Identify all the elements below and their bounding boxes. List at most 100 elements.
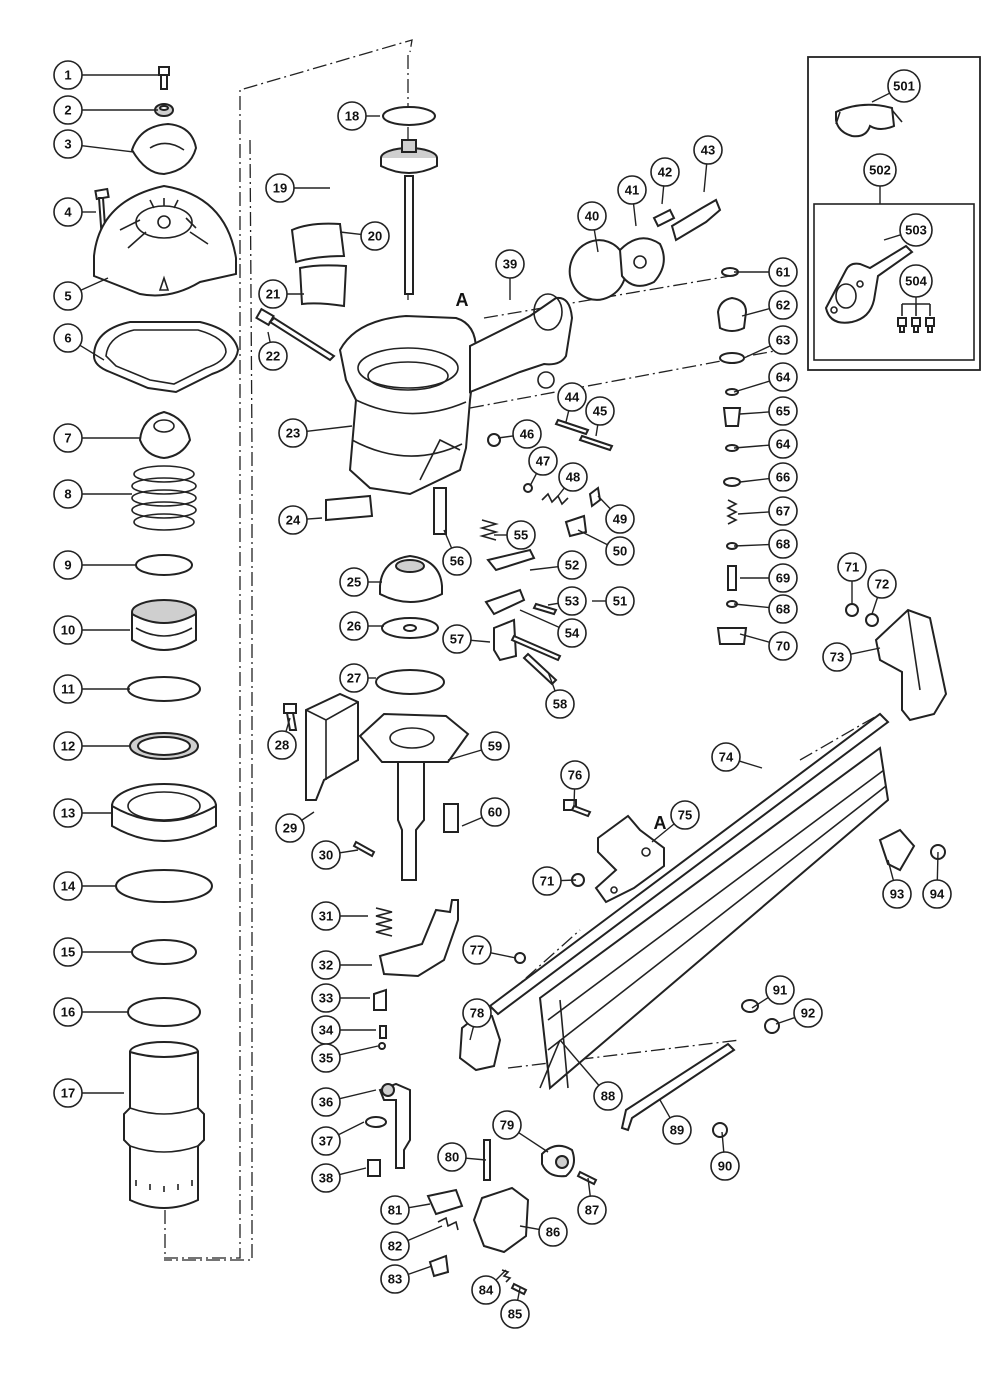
callout-number: 88 [601,1089,615,1104]
reference-markers: AA [456,290,667,833]
callout-48: 48 [558,462,588,492]
callout-33: 33 [311,983,341,1013]
callout-62: 62 [768,290,798,320]
callout-71: 71 [837,552,867,582]
callout-circle [822,642,852,672]
callout-90: 90 [710,1151,740,1181]
callout-number: 503 [905,223,927,238]
leader-line-46 [497,435,514,439]
callout-number: 91 [773,983,787,998]
callout-44: 44 [557,382,587,412]
leader-line-66 [739,477,770,483]
callout-circle [53,615,83,645]
callout-number: 73 [830,650,844,665]
callout-number: 17 [61,1086,75,1101]
callout-26: 26 [339,611,369,641]
callout-circle [837,552,867,582]
leader-line-77 [490,952,517,959]
callout-61: 61 [768,257,798,287]
callout-number: 92 [801,1006,815,1021]
callout-number: 22 [266,349,280,364]
leader-line-43 [703,163,708,193]
callout-circle [442,546,472,576]
callout-group: 1234567891011121314151617181920212223242… [53,60,952,1329]
leader-line-501 [871,91,892,103]
callout-73: 73 [822,642,852,672]
callout-number: 27 [347,671,361,686]
callout-49: 49 [605,504,635,534]
callout-55: 55 [506,520,536,550]
callout-32: 32 [311,950,341,980]
callout-69: 69 [768,563,798,593]
callout-91: 91 [765,975,795,1005]
callout-number: 20 [368,229,382,244]
left-column-parts [92,66,240,1209]
callout-circle [462,935,492,965]
leader-line-49 [597,495,611,510]
callout-number: 68 [776,602,790,617]
leader-line-22 [267,331,271,343]
callout-41: 41 [617,175,647,205]
leader-line-28 [285,717,291,732]
leader-line-642 [733,444,770,449]
callout-number: 11 [61,682,75,697]
callout-circle [585,396,615,426]
callout-circle [311,901,341,931]
leader-line-24 [306,517,323,520]
magazine-parts [458,603,948,1138]
callout-682: 68 [768,594,798,624]
leader-line-80 [465,1157,487,1161]
callout-circle [267,730,297,760]
callout-2: 2 [53,95,83,125]
leader-line-92 [775,1016,795,1025]
leader-line-65 [739,411,770,415]
callout-40: 40 [577,201,607,231]
callout-number: 40 [585,209,599,224]
callout-circle [605,504,635,534]
callout-number: 64 [776,370,791,385]
leader-line-58 [547,671,556,692]
callout-number: 30 [319,848,333,863]
callout-88: 88 [593,1081,623,1111]
callout-circle [605,586,635,616]
leader-line-712 [560,879,577,882]
leader-line-42 [661,185,665,205]
callout-circle [311,983,341,1013]
callout-number: 80 [445,1150,459,1165]
reference-marker-a: A [456,290,469,310]
callout-circle [768,529,798,559]
callout-circle [500,1299,530,1329]
callout-circle [337,101,367,131]
callout-circle [867,569,897,599]
callout-503: 503 [899,213,933,247]
leader-line-72 [871,597,879,615]
callout-number: 36 [319,1095,333,1110]
callout-circle [53,731,83,761]
callout-number: 89 [670,1123,684,1138]
leader-line-44 [565,410,570,423]
callout-53: 53 [557,586,587,616]
callout-number: 13 [61,806,75,821]
callout-27: 27 [339,663,369,693]
callout-circle [480,797,510,827]
leader-line-503 [883,233,903,241]
callout-number: 70 [776,639,790,654]
leader-line-36 [339,1089,377,1100]
callout-number: 58 [553,697,567,712]
callout-number: 75 [678,808,692,823]
trigger-and-valve-parts [479,198,722,686]
leader-line-74 [739,760,763,769]
callout-circle [557,618,587,648]
callout-circle [557,382,587,412]
callout-number: 90 [718,1159,732,1174]
callout-number: 48 [566,470,580,485]
callout-number: 1 [64,68,71,83]
leader-line-56 [443,529,453,549]
callout-number: 4 [64,205,72,220]
callout-63: 63 [768,325,798,355]
callout-43: 43 [693,135,723,165]
callout-number: 44 [565,390,580,405]
callout-502: 502 [863,153,897,187]
callout-70: 70 [768,631,798,661]
callout-57: 57 [442,624,472,654]
